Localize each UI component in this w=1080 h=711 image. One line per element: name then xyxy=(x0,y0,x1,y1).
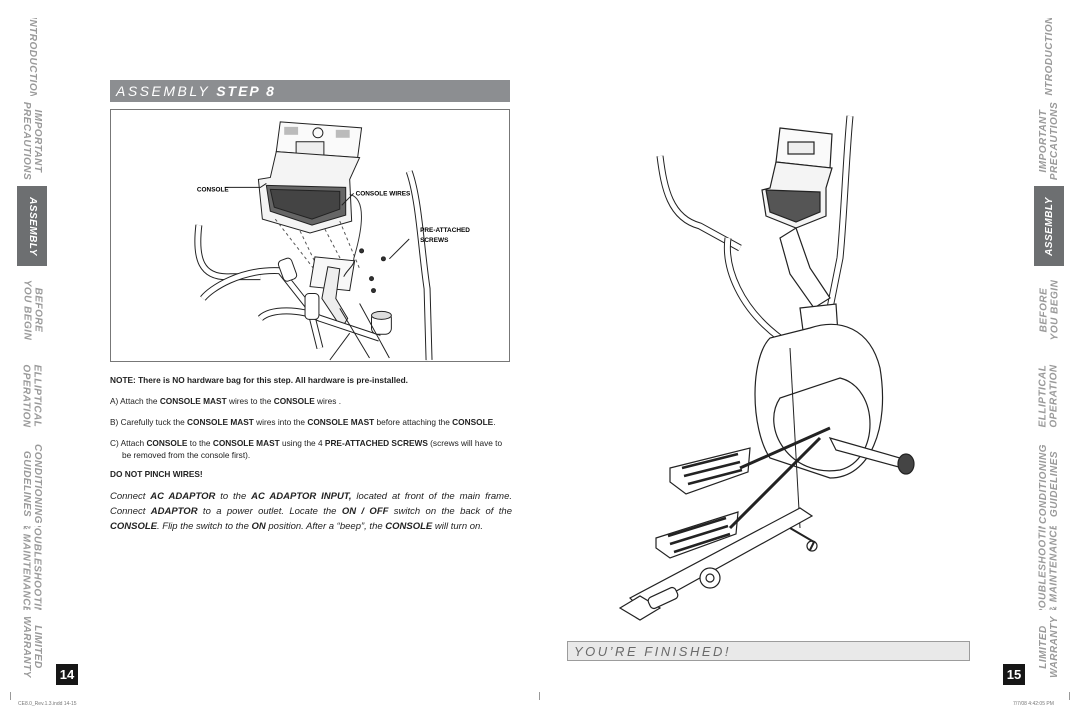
tab-assembly-right[interactable]: ASSEMBLY xyxy=(1034,186,1064,266)
warning-text: DO NOT PINCH WIRES! xyxy=(110,469,203,479)
finished-banner: YOU’RE FINISHED! xyxy=(567,641,970,661)
tab-assembly-left[interactable]: ASSEMBLY xyxy=(17,186,47,266)
figure-label-screws-line1: PRE-ATTACHED xyxy=(420,227,470,234)
figure-label-console-wires: CONSOLE WIRES xyxy=(356,190,411,197)
tab-label: TROUBLESHOOTING & MAINTENANCE xyxy=(21,526,44,610)
tab-label: INTRODUCTION xyxy=(1043,18,1055,96)
tab-label: CONDITIONING GUIDELINES xyxy=(1038,444,1061,524)
step-prefix: ASSEMBLY xyxy=(116,83,211,99)
tab-label: IMPORTANT PRECAUTIONS xyxy=(1038,101,1061,181)
tab-conditioning-guidelines-left[interactable]: CONDITIONING GUIDELINES xyxy=(17,442,47,526)
tab-limited-warranty-right[interactable]: LIMITED WARRANTY xyxy=(1034,612,1064,682)
tab-important-precautions-right[interactable]: IMPORTANT PRECAUTIONS xyxy=(1034,100,1064,182)
tab-label: ELLIPTICAL OPERATION xyxy=(21,364,43,428)
page-number-left: 14 xyxy=(56,664,78,685)
note-text: NOTE: There is NO hardware bag for this … xyxy=(110,375,408,385)
tab-important-precautions-left[interactable]: IMPORTANT PRECAUTIONS xyxy=(17,100,47,182)
elliptical-machine-illustration xyxy=(618,115,915,621)
tab-label: TROUBLESHOOTING & MAINTENANCE xyxy=(1038,526,1061,610)
tab-label: IMPORTANT PRECAUTIONS xyxy=(21,101,44,181)
figure-label-console: CONSOLE xyxy=(197,186,230,193)
footer-timestamp: 7/7/08 4:42:05 PM xyxy=(1013,701,1054,707)
page-number-right: 15 xyxy=(1003,664,1025,685)
tab-troubleshooting-left[interactable]: TROUBLESHOOTING & MAINTENANCE xyxy=(17,526,47,610)
tab-before-you-begin-left[interactable]: BEFORE YOU BEGIN xyxy=(17,270,47,350)
tab-conditioning-guidelines-right[interactable]: CONDITIONING GUIDELINES xyxy=(1034,442,1064,526)
tab-introduction-left[interactable]: INTRODUCTION xyxy=(17,18,47,96)
tab-troubleshooting-right[interactable]: TROUBLESHOOTING & MAINTENANCE xyxy=(1034,526,1064,610)
footer-file-info: CE8.0_Rev.1.3.indd 14-15 xyxy=(18,701,77,707)
tab-label: LIMITED WARRANTY xyxy=(1038,616,1060,678)
figure-label-screws-line2: SCREWS xyxy=(420,237,449,244)
assembly-figure: CONSOLE CONSOLE WIRES PRE-ATTACHED SCREW… xyxy=(110,109,510,362)
tab-label: CONDITIONING GUIDELINES xyxy=(21,444,44,524)
power-instructions: Connect AC ADAPTOR to the AC ADAPTOR INP… xyxy=(110,491,512,532)
tab-label: INTRODUCTION xyxy=(26,18,38,96)
crop-mark xyxy=(10,692,11,700)
tab-label: LIMITED WARRANTY xyxy=(21,616,43,678)
tab-label: ASSEMBLY xyxy=(1043,196,1055,256)
crop-mark xyxy=(1069,692,1070,700)
tab-label: ELLIPTICAL OPERATION xyxy=(1038,364,1060,428)
tab-elliptical-operation-right[interactable]: ELLIPTICAL OPERATION xyxy=(1034,354,1064,438)
step-header: ASSEMBLY STEP 8 xyxy=(110,80,510,102)
instruction-b: B) Carefully tuck the CONSOLE MAST wires… xyxy=(110,417,496,427)
tab-elliptical-operation-left[interactable]: ELLIPTICAL OPERATION xyxy=(17,354,47,438)
tab-limited-warranty-left[interactable]: LIMITED WARRANTY xyxy=(17,612,47,682)
console-assembly-illustration: CONSOLE CONSOLE WIRES PRE-ATTACHED SCREW… xyxy=(194,121,470,361)
tab-before-you-begin-right[interactable]: BEFORE YOU BEGIN xyxy=(1034,270,1064,350)
instructions: NOTE: There is NO hardware bag for this … xyxy=(110,374,512,543)
tab-label: BEFORE YOU BEGIN xyxy=(1038,279,1060,341)
crop-mark xyxy=(539,692,540,700)
tab-label: BEFORE YOU BEGIN xyxy=(21,279,43,341)
tab-label: ASSEMBLY xyxy=(26,196,38,256)
instruction-c: C) Attach CONSOLE to the CONSOLE MAST us… xyxy=(110,438,503,460)
instruction-a: A) Attach the CONSOLE MAST wires to the … xyxy=(110,396,342,406)
tab-introduction-right[interactable]: INTRODUCTION xyxy=(1034,18,1064,96)
step-label: STEP 8 xyxy=(216,83,276,99)
